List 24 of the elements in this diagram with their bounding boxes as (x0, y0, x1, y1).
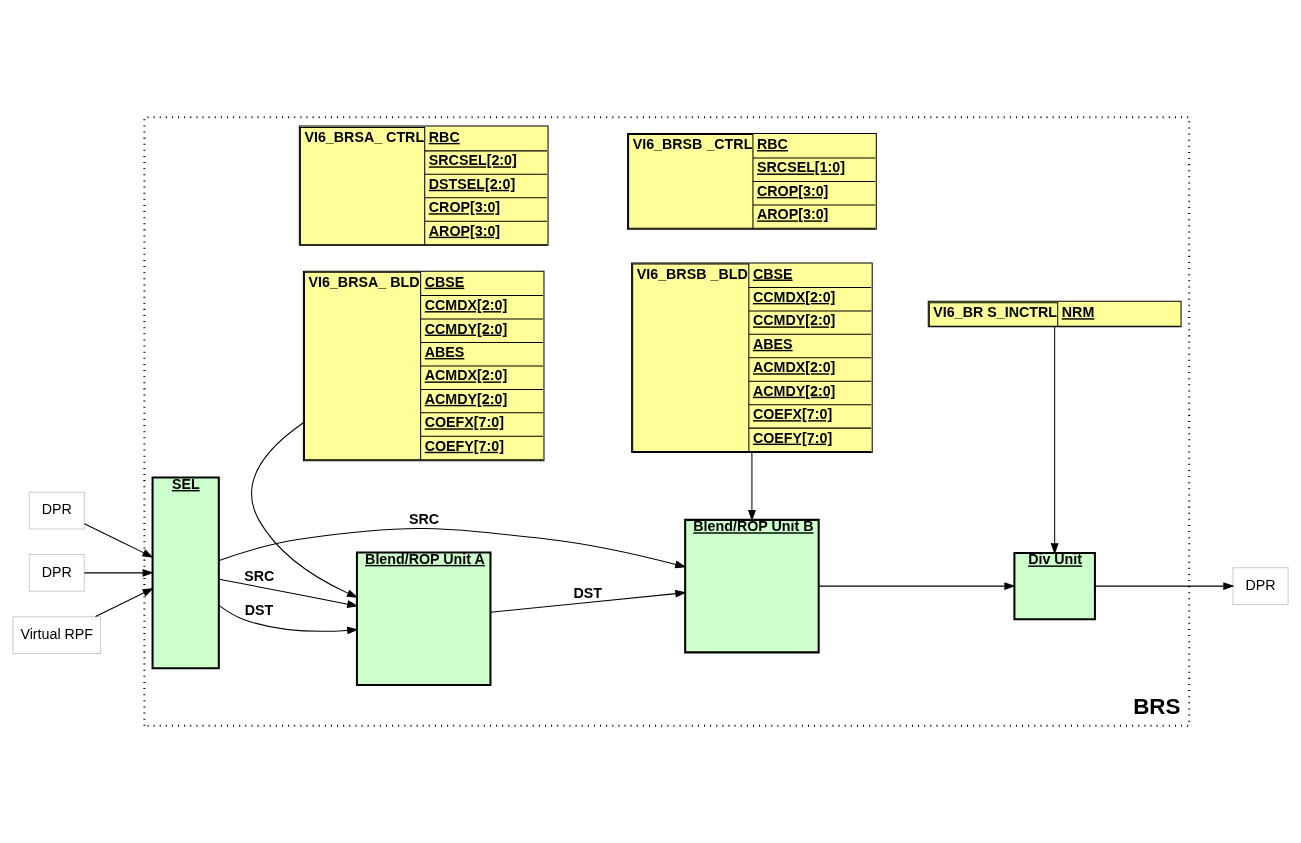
node-box: Blend/ROP Unit A (355, 551, 492, 686)
edge-label: SRC (408, 511, 440, 528)
edge-label: SRC (244, 568, 275, 585)
arrow (95, 588, 154, 618)
edge-label: DST (244, 601, 274, 618)
node-box: DPR (1232, 567, 1289, 605)
node-box: SEL (151, 476, 220, 670)
arrow (1050, 326, 1059, 555)
edge-label: DST (573, 584, 603, 601)
node-box: DPR (28, 554, 85, 592)
node-box: Virtual RPF (12, 616, 102, 654)
arrow (218, 578, 359, 608)
arrow (83, 568, 154, 577)
arrow (1094, 582, 1235, 591)
arrow (83, 523, 154, 558)
arrow (818, 582, 1016, 591)
arrow (218, 528, 687, 569)
node-box: DPR (28, 491, 85, 530)
node-box: Blend/ROP Unit B (684, 518, 820, 654)
node-box: Div Unit (1013, 551, 1096, 621)
arrow (251, 422, 359, 598)
arrow (490, 589, 687, 613)
arrow (748, 452, 756, 522)
arrow (218, 604, 359, 635)
